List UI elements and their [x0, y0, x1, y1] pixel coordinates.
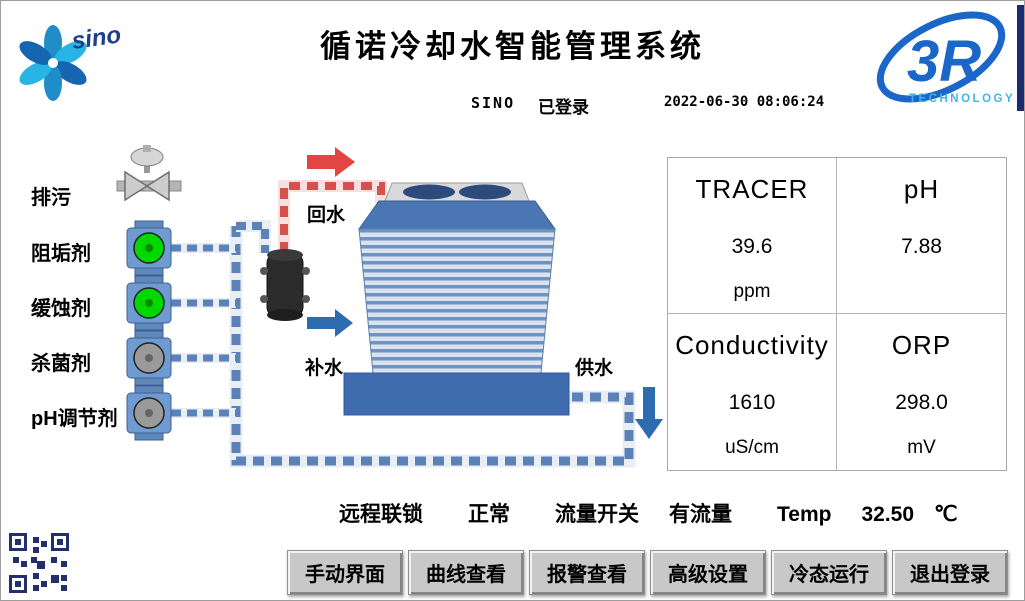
status-bar: 远程联锁 正常 流量开关 有流量 Temp 32.50 ℃ — [339, 498, 958, 528]
dosing-pipes — [171, 243, 236, 418]
button-alarm-view[interactable]: 报警查看 — [529, 550, 645, 595]
metric-name: pH — [903, 174, 940, 204]
metric-value: 39.6 — [731, 235, 773, 258]
temp-value: 32.50 — [861, 503, 915, 526]
remote-interlock-label: 远程联锁 — [339, 503, 423, 526]
3r-logo-subtext: TECHNOLOGY — [909, 93, 1015, 105]
button-advanced-settings[interactable]: 高级设置 — [650, 550, 766, 595]
makeup-flow-arrow-icon — [307, 309, 353, 337]
datetime: 2022-06-30 08:06:24 — [664, 94, 825, 110]
flow-switch-value: 有流量 — [669, 503, 732, 526]
metric-unit: uS/cm — [725, 437, 779, 458]
label-biocide: 杀菌剂 — [31, 353, 91, 375]
label-drain: 排污 — [31, 187, 71, 209]
button-manual-screen[interactable]: 手动界面 — [287, 550, 403, 595]
logged-in-user: SINO — [471, 94, 516, 112]
metric-ph: pH 7.88 — [837, 158, 1006, 314]
temp-label: Temp — [777, 503, 832, 526]
pump-icon-biocide — [126, 330, 172, 386]
metric-name: Conductivity — [675, 330, 829, 360]
drain-valve-icon — [116, 145, 182, 202]
fan-icon — [403, 184, 455, 200]
label-supply-water: 供水 — [574, 356, 614, 379]
metric-value: 7.88 — [901, 235, 942, 258]
metrics-panel: TRACER 39.6 ppm pH 7.88 Conductivity 161… — [667, 157, 1007, 471]
login-status: 已登录 — [538, 98, 589, 117]
metric-value: 1610 — [728, 391, 776, 414]
metric-unit: mV — [907, 437, 936, 458]
metric-name: ORP — [891, 330, 952, 360]
label-scale-inhibitor: 阻垢剂 — [31, 243, 91, 265]
button-curve-view[interactable]: 曲线查看 — [408, 550, 524, 595]
swoosh-icon — [876, 11, 1006, 103]
pump-icon-corrosion-inhibitor — [126, 275, 172, 331]
metric-conductivity: Conductivity 1610 uS/cm — [668, 314, 837, 470]
remote-interlock-value: 正常 — [468, 503, 510, 526]
cooling-loop-pipe — [229, 220, 636, 468]
right-edge-banner — [1017, 5, 1024, 111]
label-ph-adjuster: pH调节剂 — [31, 408, 118, 430]
button-cold-run[interactable]: 冷态运行 — [771, 550, 887, 595]
label-return-water: 回水 — [307, 204, 346, 226]
cooling-tower — [343, 182, 570, 416]
3r-logo-text: 3R — [907, 29, 981, 94]
pump-icon-scale-inhibitor — [126, 220, 172, 276]
qr-code — [9, 533, 69, 593]
process-diagram: 回水 补水 供水 — [116, 145, 663, 468]
temp-unit: ℃ — [934, 503, 958, 526]
fan-icon — [459, 184, 511, 200]
pump-icon-ph-adjuster — [126, 385, 172, 441]
metric-value: 298.0 — [895, 391, 948, 414]
nav-button-row: 手动界面 曲线查看 报警查看 高级设置 冷态运行 退出登录 — [287, 550, 1008, 595]
metric-unit: ppm — [733, 281, 771, 302]
tower-basin — [343, 372, 570, 416]
metric-orp: ORP 298.0 mV — [837, 314, 1006, 470]
supply-flow-arrow-icon — [635, 387, 663, 439]
label-makeup-water: 补水 — [305, 356, 344, 379]
sino-flower-icon — [19, 25, 87, 101]
page-title: 循诺冷却水智能管理系统 — [320, 29, 705, 64]
return-water-pipe — [278, 180, 387, 253]
button-logout[interactable]: 退出登录 — [892, 550, 1008, 595]
metric-name: TRACER — [695, 174, 809, 204]
label-corrosion-inhibitor: 缓蚀剂 — [31, 298, 91, 320]
metric-tracer: TRACER 39.6 ppm — [668, 158, 837, 314]
heat-exchanger-icon — [260, 249, 310, 321]
flow-switch-label: 流量开关 — [555, 503, 639, 526]
3r-technology-logo: 3R TECHNOLOGY — [876, 11, 1015, 105]
return-flow-arrow-icon — [307, 147, 355, 177]
sino-logo: sino — [19, 21, 123, 101]
